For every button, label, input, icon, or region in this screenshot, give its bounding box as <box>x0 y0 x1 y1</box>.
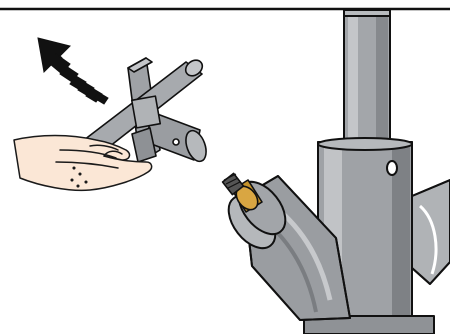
hand-icon <box>14 136 152 191</box>
arrow-up-left-icon <box>38 38 108 104</box>
